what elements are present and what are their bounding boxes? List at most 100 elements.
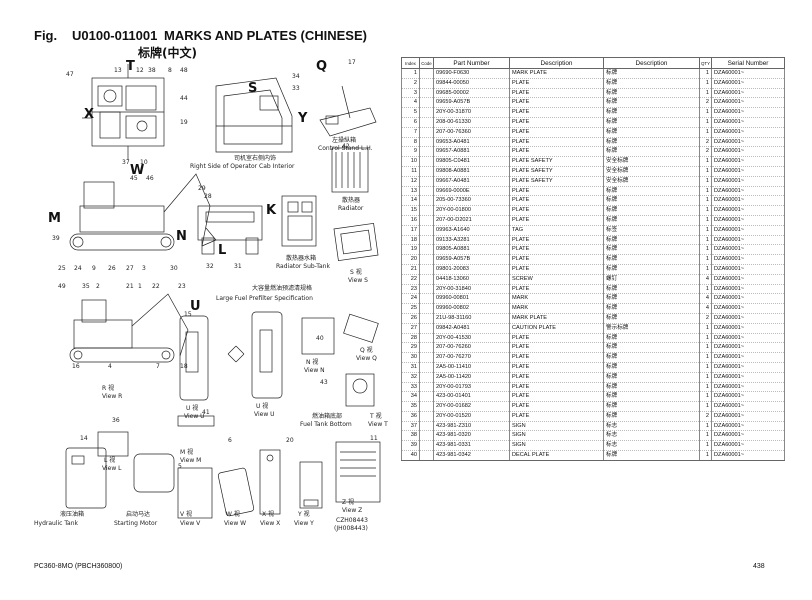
row-part-number: 20Y-00-41530 xyxy=(433,333,510,344)
row-serial: DZA60001~ xyxy=(711,264,785,275)
caption-prefilter-en: Large Fuel Prefilter Specification xyxy=(216,295,313,302)
row-serial: DZA60001~ xyxy=(711,117,785,128)
callout-number: 20 xyxy=(286,437,294,444)
row-qty: 1 xyxy=(699,215,712,226)
caption-view-x-cn: X 视 xyxy=(262,510,274,518)
row-index: 26 xyxy=(401,313,420,324)
caption-view-u2-cn: U 视 xyxy=(256,402,268,410)
caption-view-z-en: View Z xyxy=(342,507,362,514)
callout-number: 15 xyxy=(184,311,192,318)
row-code xyxy=(419,382,434,393)
row-code xyxy=(419,313,434,324)
row-index: 18 xyxy=(401,235,420,246)
callout-number: 8 xyxy=(168,67,172,74)
row-description-en: PLATE SAFETY xyxy=(509,156,604,167)
row-qty: 1 xyxy=(699,323,712,334)
row-code xyxy=(419,274,434,285)
row-code xyxy=(419,352,434,363)
row-description-en: PLATE xyxy=(509,352,604,363)
row-index: 35 xyxy=(401,401,420,412)
col-description-en: Description xyxy=(509,57,604,69)
callout-number: 14 xyxy=(80,435,88,442)
row-index: 25 xyxy=(401,303,420,314)
row-description-cn: 标牌 xyxy=(603,146,700,158)
row-part-number: 423-981-Z310 xyxy=(433,421,510,432)
callout-number: 19 xyxy=(180,119,188,126)
caption-view-y-cn: Y 视 xyxy=(297,510,310,518)
row-index: 15 xyxy=(401,205,420,216)
row-description-cn: 标牌 xyxy=(603,284,700,295)
caption-fuel-tank-cn: 燃油箱底部 xyxy=(312,412,342,420)
callout-number: 3 xyxy=(142,265,146,272)
row-part-number: 21U-98-31160 xyxy=(433,313,510,324)
caption-view-q-cn: Q 视 xyxy=(360,346,373,354)
callout-number: 36 xyxy=(112,417,120,424)
row-description-cn: 安全标牌 xyxy=(603,176,700,187)
row-description-en: PLATE xyxy=(509,205,604,216)
row-description-cn: 标牌 xyxy=(603,127,700,138)
row-index: 29 xyxy=(401,342,420,354)
row-code xyxy=(419,244,434,256)
col-serial: Serial Number xyxy=(711,57,785,69)
row-part-number: 20Y-00-01800 xyxy=(433,205,510,216)
row-part-number: 423-981-0320 xyxy=(433,430,510,442)
callout-number: 47 xyxy=(66,71,74,78)
row-description-en: CAUTION PLATE xyxy=(509,323,604,334)
row-index: 24 xyxy=(401,293,420,305)
row-index: 32 xyxy=(401,372,420,383)
callout-number: 41 xyxy=(202,409,210,416)
row-code xyxy=(419,235,434,246)
callout-number: 25 xyxy=(58,265,66,272)
row-serial: DZA60001~ xyxy=(711,107,785,118)
caption-view-z-cn: Z 视 xyxy=(342,498,354,506)
row-serial: DZA60001~ xyxy=(711,225,785,236)
caption-view-s-en: View S xyxy=(348,277,368,284)
row-code xyxy=(419,303,434,314)
row-qty: 1 xyxy=(699,362,712,373)
row-description-cn: 标牌 xyxy=(603,382,700,393)
row-qty: 1 xyxy=(699,342,712,354)
row-description-en: PLATE xyxy=(509,146,604,158)
cab-interior-drawing xyxy=(215,77,293,153)
caption-prefilter-cn: 大容量燃油预滤清规格 xyxy=(252,284,312,292)
row-serial: DZA60001~ xyxy=(711,342,785,354)
callout-number: 28 xyxy=(204,193,212,200)
row-serial: DZA60001~ xyxy=(711,195,785,207)
row-serial: DZA60001~ xyxy=(711,391,785,403)
callout-number: 6 xyxy=(228,437,232,444)
row-qty: 1 xyxy=(699,235,712,246)
callout-number: 32 xyxy=(206,263,214,270)
row-description-cn: 警示标牌 xyxy=(603,323,700,334)
caption-view-v-cn: V 视 xyxy=(180,510,192,518)
caption-view-m-en: View M xyxy=(180,457,201,464)
row-qty: 1 xyxy=(699,176,712,187)
callout-number: 26 xyxy=(108,265,116,272)
row-serial: DZA60001~ xyxy=(711,254,785,265)
row-qty: 4 xyxy=(699,274,712,285)
table-header-row: Index Code Part Number Description Descr… xyxy=(401,57,785,69)
row-description-cn: 标牌 xyxy=(603,372,700,383)
row-index: 9 xyxy=(401,146,420,158)
row-part-number: 205-00-73360 xyxy=(433,195,510,207)
row-description-en: MARK xyxy=(509,293,604,305)
footer-model: PC360-8MO (PBCH360800) xyxy=(34,563,123,570)
row-qty: 1 xyxy=(699,244,712,256)
col-part-number: Part Number xyxy=(433,57,510,69)
row-code xyxy=(419,117,434,128)
row-serial: DZA60001~ xyxy=(711,176,785,187)
page-subtitle: 标牌(中文) xyxy=(138,46,197,60)
view-t-drawing xyxy=(345,373,375,407)
view-letter: Q xyxy=(316,59,327,74)
callout-number: 18 xyxy=(180,363,188,370)
row-description-cn: 标牌 xyxy=(603,88,700,99)
callout-number: 2 xyxy=(96,283,100,290)
row-index: 39 xyxy=(401,440,420,452)
row-part-number: 207-00-D2021 xyxy=(433,215,510,226)
